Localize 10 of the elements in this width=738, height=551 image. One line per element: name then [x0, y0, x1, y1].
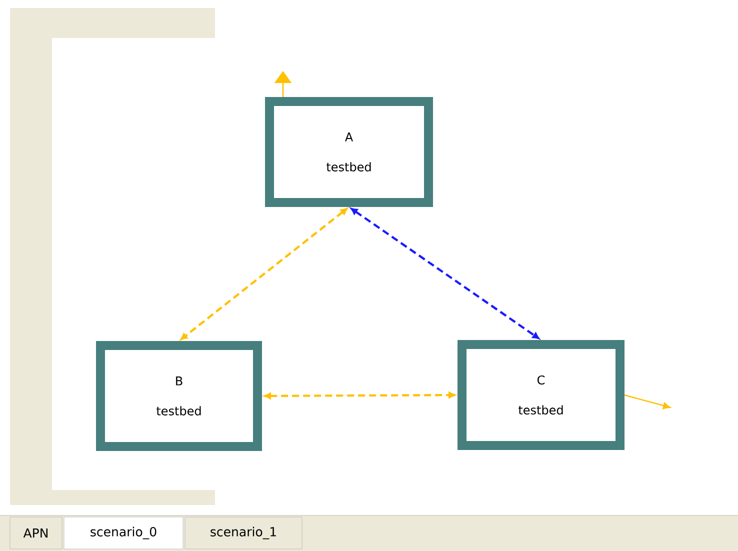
tab: scenario_1: [184, 516, 302, 550]
process-box: B testbed: [96, 341, 262, 451]
process-box: A testbed: [265, 97, 433, 207]
tab: scenario_0: [64, 516, 184, 550]
process-box: C testbed: [458, 340, 624, 450]
arrow: [180, 208, 348, 340]
tab: APN: [10, 516, 62, 550]
arrow: [350, 208, 540, 340]
arrow: [264, 392, 456, 400]
arrow: [624, 394, 670, 410]
